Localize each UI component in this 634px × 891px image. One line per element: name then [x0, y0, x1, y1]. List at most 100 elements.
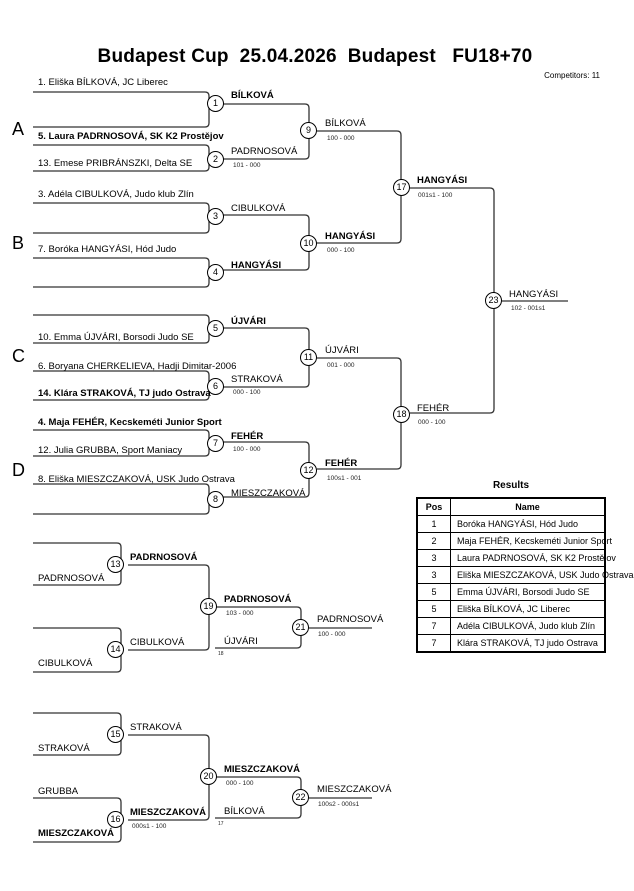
entrant[interactable]: 1. Eliška BÍLKOVÁ, JC Liberec	[38, 77, 168, 88]
match-number[interactable]: 21	[292, 619, 309, 636]
match-number[interactable]: 17	[393, 179, 410, 196]
match-number[interactable]: 19	[200, 598, 217, 615]
match-number[interactable]: 13	[107, 556, 124, 573]
match-score: 100s2 - 000s1	[318, 801, 360, 808]
match-score: 001 - 000	[327, 362, 355, 369]
match-winner: STRAKOVÁ	[130, 722, 182, 733]
result-pos: 5	[416, 600, 451, 618]
repechage-entrant[interactable]: STRAKOVÁ	[38, 743, 90, 754]
match-number[interactable]: 8	[207, 491, 224, 508]
entrant[interactable]: 5. Laura PADRNOSOVÁ, SK K2 Prostějov	[38, 131, 224, 142]
entrant[interactable]: 13. Emese PRIBRÁNSZKI, Delta SE	[38, 158, 193, 169]
match-winner: ÚJVÁRI	[325, 345, 359, 356]
match-number[interactable]: 9	[300, 122, 317, 139]
match-winner: FEHÉR	[325, 458, 358, 469]
match-number[interactable]: 22	[292, 789, 309, 806]
entrant[interactable]: 14. Klára STRAKOVÁ, TJ judo Ostrava	[38, 388, 211, 399]
match-number[interactable]: 2	[207, 151, 224, 168]
match-number[interactable]: 12	[300, 462, 317, 479]
match-number[interactable]: 16	[107, 811, 124, 828]
entrant[interactable]: 12. Julia GRUBBA, Sport Maniacy	[38, 445, 183, 456]
match-winner: BÍLKOVÁ	[231, 90, 274, 101]
pool-label-d: D	[12, 460, 25, 480]
result-name: Adéla CIBULKOVÁ, Judo klub Zlín	[450, 617, 606, 635]
match-winner: ÚJVÁRI	[231, 316, 266, 327]
bracket-line	[317, 130, 402, 244]
match-winner: CIBULKOVÁ	[231, 203, 286, 214]
entrant[interactable]: 4. Maja FEHÉR, Kecskeméti Junior Sport	[38, 417, 222, 428]
repechage-entrant[interactable]: CIBULKOVÁ	[38, 658, 93, 669]
pool-label-a: A	[12, 119, 25, 139]
match-winner: STRAKOVÁ	[231, 374, 283, 385]
match-winner: MIESZCZAKOVÁ	[130, 807, 206, 818]
bracket-line	[317, 357, 402, 470]
match-number[interactable]: 5	[207, 320, 224, 337]
repechage-opponent: BÍLKOVÁ	[224, 806, 265, 817]
source-match: 17	[218, 821, 224, 827]
result-name: Klára STRAKOVÁ, TJ judo Ostrava	[450, 634, 606, 653]
match-score: 000 - 100	[233, 389, 261, 396]
entrant[interactable]: 10. Emma ÚJVÁRI, Borsodi Judo SE	[38, 332, 194, 343]
match-winner: MIESZCZAKOVÁ	[231, 488, 306, 499]
match-number[interactable]: 23	[485, 292, 502, 309]
match-number[interactable]: 1	[207, 95, 224, 112]
page-title: Budapest Cup 25.04.2026 Budapest FU18+70	[97, 46, 533, 67]
results-header-row: Pos Name	[416, 497, 606, 516]
match-number[interactable]: 7	[207, 435, 224, 452]
entrant[interactable]: 8. Eliška MIESZCZAKOVÁ, USK Judo Ostrava	[38, 474, 235, 485]
bronze-winner: MIESZCZAKOVÁ	[317, 784, 392, 795]
source-match: 18	[218, 651, 224, 657]
match-winner: PADRNOSOVÁ	[130, 552, 198, 563]
competitors-count: Competitors: 11	[544, 71, 600, 80]
match-winner: PADRNOSOVÁ	[231, 146, 298, 157]
result-name: Maja FEHÉR, Kecskeméti Junior Sport	[450, 532, 612, 550]
entrant[interactable]: 7. Boróka HANGYÁSI, Hód Judo	[38, 244, 177, 255]
match-number[interactable]: 14	[107, 641, 124, 658]
entrant[interactable]: 6. Boryana CHERKELIEVA, Hadji Dimitar-20…	[38, 361, 237, 372]
result-name: Boróka HANGYÁSI, Hód Judo	[450, 515, 606, 533]
match-number[interactable]: 4	[207, 264, 224, 281]
repechage-entrant[interactable]: GRUBBA	[38, 786, 79, 797]
result-name: Eliška BÍLKOVÁ, JC Liberec	[450, 600, 606, 618]
column-header-name: Name	[450, 497, 606, 516]
bracket-line	[33, 483, 210, 515]
results-title: Results	[492, 480, 530, 491]
result-name: Emma ÚJVÁRI, Borsodi Judo SE	[450, 583, 606, 601]
match-number[interactable]: 18	[393, 406, 410, 423]
match-score: 100 - 000	[233, 446, 261, 453]
entrant[interactable]: 3. Adéla CIBULKOVÁ, Judo klub Zlín	[38, 189, 194, 200]
bracket-line	[33, 91, 210, 128]
repechage-entrant[interactable]: MIESZCZAKOVÁ	[38, 828, 114, 839]
match-number[interactable]: 3	[207, 208, 224, 225]
match-score: 100s1 - 001	[327, 475, 362, 482]
result-pos: 7	[416, 634, 451, 653]
match-score: 000 - 100	[327, 247, 355, 254]
bronze-winner: PADRNOSOVÁ	[317, 614, 384, 625]
repechage-entrant[interactable]: PADRNOSOVÁ	[38, 573, 105, 584]
match-number[interactable]: 6	[207, 378, 224, 395]
result-pos: 1	[416, 515, 451, 533]
result-name: Eliška MIESZCZAKOVÁ, USK Judo Ostrava	[450, 566, 634, 584]
match-number[interactable]: 15	[107, 726, 124, 743]
match-number[interactable]: 10	[300, 235, 317, 252]
match-number[interactable]: 20	[200, 768, 217, 785]
match-winner: CIBULKOVÁ	[130, 637, 185, 648]
match-score: 000s1 - 100	[132, 823, 167, 830]
result-name: Laura PADRNOSOVÁ, SK K2 Prostějov	[450, 549, 616, 567]
match-score: 100 - 000	[327, 135, 355, 142]
match-number[interactable]: 11	[300, 349, 317, 366]
column-header-pos: Pos	[416, 497, 451, 516]
match-score: 103 - 000	[226, 610, 254, 617]
match-score: 000 - 100	[226, 780, 254, 787]
match-winner: BÍLKOVÁ	[325, 118, 366, 129]
result-pos: 3	[416, 549, 451, 567]
result-pos: 5	[416, 583, 451, 601]
match-score: 100 - 000	[318, 631, 346, 638]
